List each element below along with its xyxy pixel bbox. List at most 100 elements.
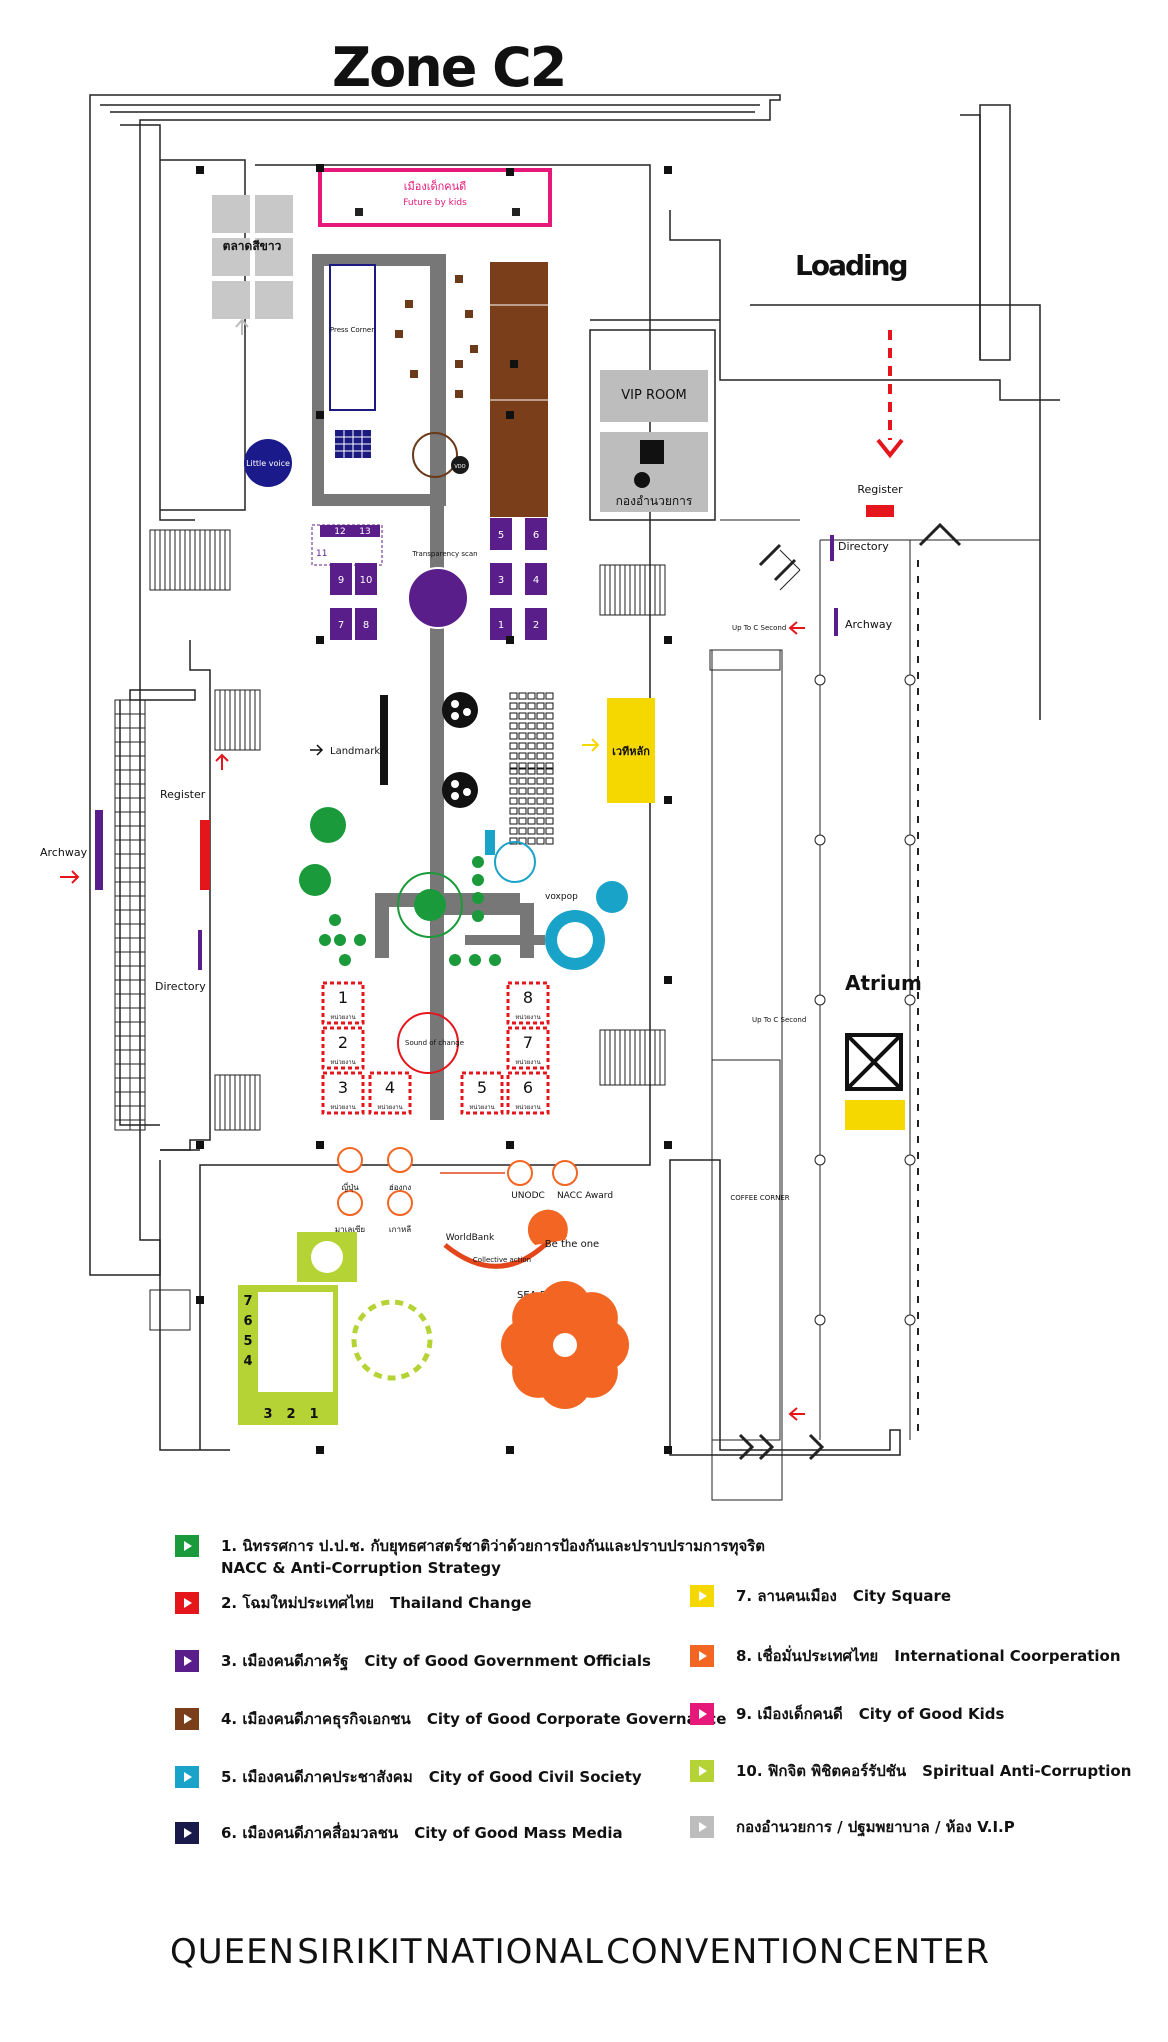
svg-text:voxpop: voxpop	[545, 892, 578, 902]
legend-item: 9. เมืองเด็กคนดีCity of Good Kids	[690, 1703, 1004, 1725]
booth-sub: หน่วยงาน	[515, 1104, 540, 1111]
officials-booth	[355, 608, 377, 640]
corporate-block	[490, 262, 548, 517]
booth-number: 2	[286, 1407, 295, 1422]
country-booth	[507, 1160, 533, 1186]
legend-swatch-icon	[175, 1535, 199, 1557]
country-booth	[552, 1160, 578, 1186]
booth-number: 1	[498, 620, 504, 631]
legend-label-en: City Square	[852, 1587, 952, 1605]
legend-label: กองอำนวยการ / ปฐมพยาบาล / ห้อง V.I.P	[736, 1818, 1015, 1836]
legend-swatch-icon	[175, 1822, 199, 1844]
svg-text:Landmark: Landmark	[330, 746, 380, 757]
sea-pac-flower	[501, 1281, 629, 1409]
left-grid-columns	[114, 699, 146, 1131]
legend-swatch-icon	[175, 1592, 199, 1614]
legend-label-en: Spiritual Anti-Corruption	[922, 1762, 1132, 1780]
legend-label-en: City of Good Mass Media	[414, 1824, 623, 1842]
legend-label: 8. เชื่อมั่นประเทศไทย	[736, 1647, 879, 1665]
booth-number: 6	[523, 1078, 533, 1097]
officials-booth	[330, 563, 352, 595]
kids-label-en: Future by kids	[403, 198, 467, 208]
officials-booth	[525, 518, 547, 550]
malaysia-label: มาเลเซีย	[335, 1225, 365, 1234]
booth-sub: หน่วยงาน	[469, 1104, 494, 1111]
legend-item: 4. เมืองคนดีภาคธุรกิจเอกชน City of Good C…	[175, 1708, 726, 1730]
booth-number: 7	[243, 1294, 252, 1309]
thai-booth	[321, 1026, 365, 1070]
legend-label-en: City of Good Corporate Governance	[426, 1710, 727, 1728]
booth-number: 3	[338, 1078, 348, 1097]
legend-swatch-icon	[175, 1708, 199, 1730]
country-booth	[387, 1147, 413, 1173]
svg-text:Archway: Archway	[40, 846, 88, 859]
booth-number: 4	[243, 1354, 252, 1369]
booth-number: 1	[338, 988, 348, 1007]
booth-number: 3	[498, 575, 504, 586]
booth-number: 7	[523, 1033, 533, 1052]
main-stage	[607, 698, 655, 803]
booth-number: 7	[338, 620, 344, 631]
booth-number: 13	[359, 527, 370, 537]
officials-hub	[407, 567, 469, 629]
footer-word: QUEEN	[170, 1932, 296, 1972]
legend-swatch-icon	[690, 1816, 714, 1838]
booth-sub: หน่วยงาน	[330, 1059, 355, 1066]
svg-text:VIP ROOM: VIP ROOM	[621, 388, 686, 403]
svg-text:Up To C Second: Up To C Second	[732, 624, 786, 632]
svg-text:Up To C Second: Up To C Second	[752, 1016, 806, 1024]
svg-text:UNODC: UNODC	[511, 1191, 545, 1201]
booth-number: 3	[263, 1407, 272, 1422]
legend-swatch-icon	[690, 1760, 714, 1782]
building-walls	[89, 94, 1060, 1456]
kids-label-th: เมืองเด็กคนดี	[404, 179, 467, 193]
thai-booth	[460, 1071, 504, 1115]
country-booth	[337, 1190, 363, 1216]
booth-sub: หน่วยงาน	[377, 1104, 402, 1111]
officials-booth	[490, 608, 512, 640]
right-wing	[709, 519, 1040, 1501]
booth-number: 12	[334, 527, 345, 537]
thai-booth	[506, 1071, 550, 1115]
footer-word: NATIONAL	[424, 1932, 604, 1972]
thai-booth	[321, 981, 365, 1025]
thai-booth	[506, 1026, 550, 1070]
svg-text:Directory: Directory	[155, 980, 206, 993]
booth-number: 10	[360, 575, 373, 586]
booth-number: 5	[498, 530, 504, 541]
svg-text:Little voice: Little voice	[246, 459, 290, 468]
press-corner-label: Press Corner	[330, 326, 374, 334]
legend-item: 1. นิทรรศการ ป.ป.ช. กับยุทธศาสตร์ชาติว่า…	[175, 1535, 765, 1579]
svg-text:Sound of change: Sound of change	[405, 1039, 464, 1047]
thai-booth	[321, 1071, 365, 1115]
legend-label: 3. เมืองคนดีภาครัฐ	[221, 1652, 349, 1670]
legend-label: 5. เมืองคนดีภาคประชาสังคม	[221, 1768, 413, 1786]
svg-text:กองอำนวยการ: กองอำนวยการ	[616, 494, 693, 508]
legend-label: 7. ลานคนเมือง	[736, 1587, 837, 1605]
media-circles	[442, 692, 478, 808]
korea-label: เกาหลี	[389, 1225, 411, 1234]
vip-room	[600, 370, 708, 422]
booth-sub: หน่วยงาน	[330, 1104, 355, 1111]
hongkong-label: ฮ่องกง	[389, 1183, 411, 1192]
booth-number: 8	[363, 620, 369, 631]
officials-booth	[490, 518, 512, 550]
officials-booth	[330, 608, 352, 640]
footer-word: SIRIKIT	[297, 1932, 423, 1972]
country-booth	[387, 1190, 413, 1216]
legend-label: 4. เมืองคนดีภาคธุรกิจเอกชน	[221, 1710, 411, 1728]
booth-number: 6	[243, 1314, 252, 1329]
booth-number: 5	[243, 1334, 252, 1349]
booth-sub: หน่วยงาน	[330, 1014, 355, 1021]
loading-label: Loading	[795, 249, 907, 282]
svg-text:Register: Register	[160, 788, 206, 801]
legend-label: 10. ฟิกจิต พิชิตคอร์รัปชัน	[736, 1762, 907, 1780]
venue-name: QUEEN SIRIKIT NATIONAL CONVENTION CENTER	[170, 1932, 990, 1972]
legend-label: 9. เมืองเด็กคนดี	[736, 1705, 843, 1723]
white-market	[212, 195, 293, 319]
svg-text:WorldBank: WorldBank	[446, 1233, 495, 1243]
